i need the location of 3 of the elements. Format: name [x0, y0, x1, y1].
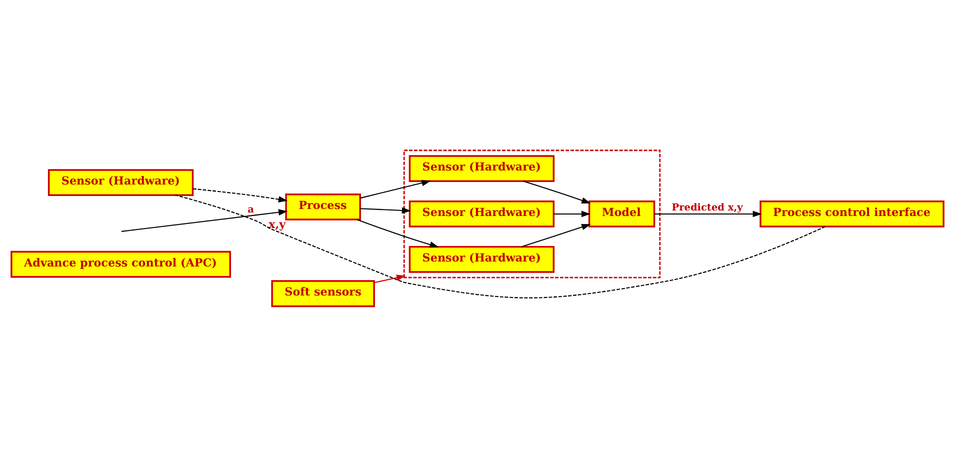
- node-label: x,y: [268, 217, 286, 230]
- edge-label: Predicted x,y: [672, 202, 743, 214]
- edge-label: a: [248, 204, 254, 216]
